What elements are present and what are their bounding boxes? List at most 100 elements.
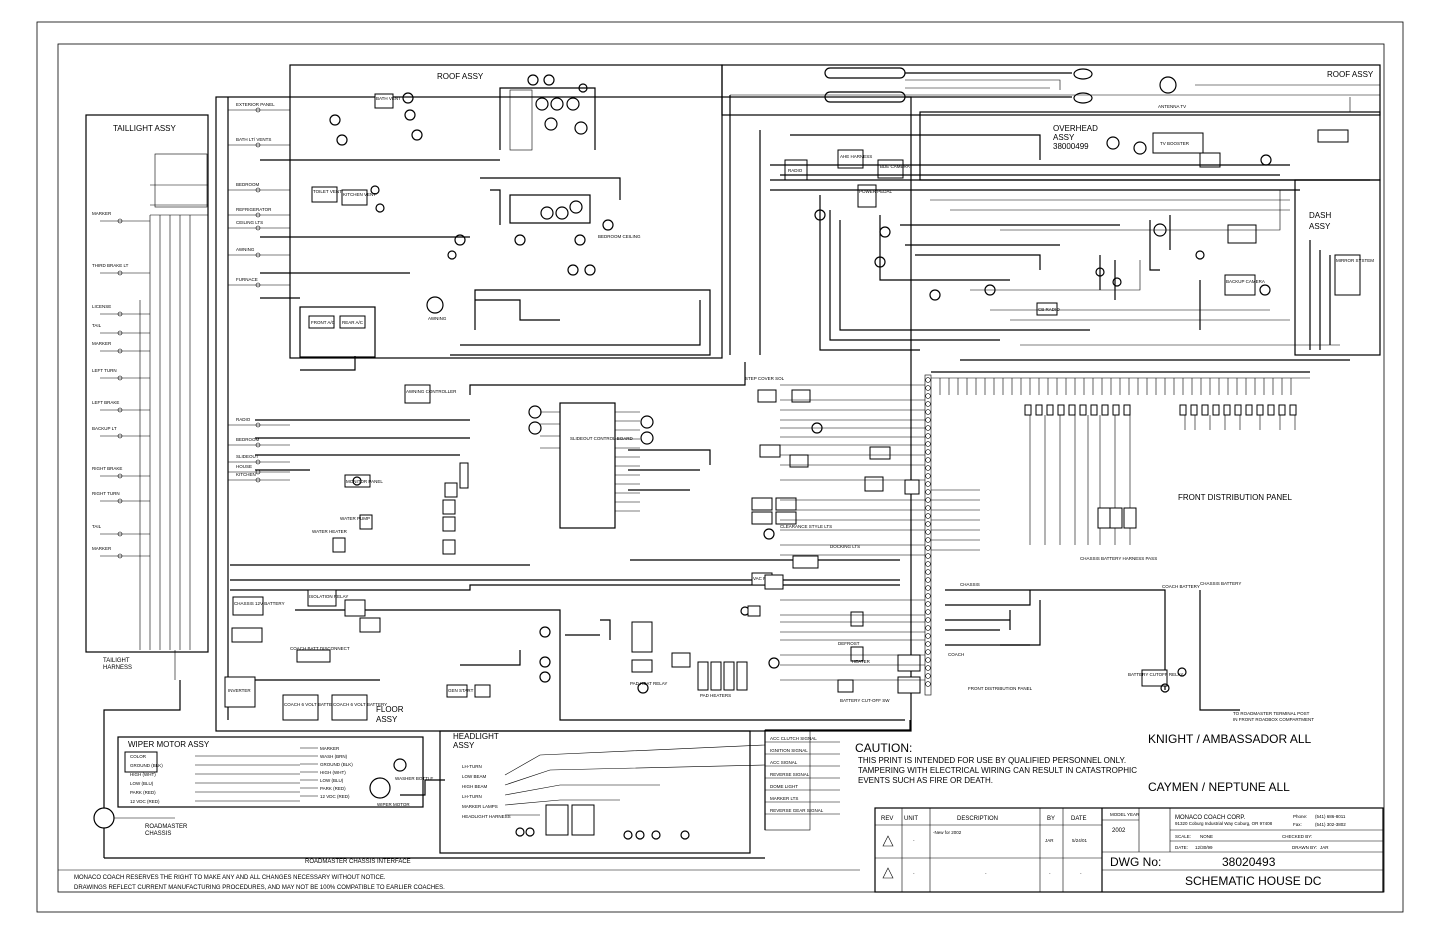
front-ac-label: FRONT A/C bbox=[311, 320, 336, 325]
front-distribution-panel-title: FRONT DISTRIBUTION PANEL bbox=[1178, 493, 1292, 502]
monitor-panel-label: MONITOR PANEL bbox=[346, 479, 383, 484]
disclaimer: MONACO COACH RESERVES THE RIGHT TO MAKE … bbox=[58, 869, 860, 891]
terminal bbox=[925, 481, 931, 487]
roof-assy-left-title: ROOF ASSY bbox=[437, 72, 484, 81]
wiper-row-label: GROUND (BLK) bbox=[130, 763, 163, 768]
kitchen-vent-label: KITCHEN VENT bbox=[343, 192, 376, 197]
wiper-right-label: GROUND (BLK) bbox=[320, 762, 353, 767]
models-line-1: KNIGHT / AMBASSADOR ALL bbox=[1148, 732, 1311, 746]
to-roadmaster-label: TO ROADMASTER TERMINAL POST bbox=[1233, 711, 1310, 716]
wiper-row-label: LOW (BLU) bbox=[130, 781, 154, 786]
slideout-board-label: SLIDEOUT CONTROL BOARD bbox=[570, 436, 634, 441]
drawing-title: SCHEMATIC HOUSE DC bbox=[1185, 874, 1322, 888]
panel-output-label: FURNACE bbox=[236, 277, 258, 282]
terminal bbox=[925, 593, 931, 599]
disclaimer-line-1: MONACO COACH RESERVES THE RIGHT TO MAKE … bbox=[74, 875, 386, 881]
terminal bbox=[925, 377, 931, 383]
gen-start-label: GEN START bbox=[448, 688, 474, 693]
signal-label: ACC SIGNAL bbox=[770, 760, 798, 765]
pad-heat-relay-label: PAD HEAT RELAY bbox=[630, 681, 667, 686]
dwg-no-label: DWG No: bbox=[1110, 855, 1161, 869]
terminal bbox=[925, 657, 931, 663]
panel-output-label: BATH LT/ VENTS bbox=[236, 137, 271, 142]
headlight-row-label: LH-TURN bbox=[462, 794, 482, 799]
drawn-by-label: DRAWN BY: bbox=[1292, 845, 1317, 850]
terminal bbox=[925, 649, 931, 655]
description-header: DESCRIPTION bbox=[957, 816, 998, 822]
slideout-control-board bbox=[559, 402, 616, 529]
taillight-connector bbox=[117, 218, 123, 224]
headlight-row-label: LH-TURN bbox=[462, 764, 482, 769]
ahe-harness-label: AHE HARNESS bbox=[840, 154, 872, 159]
docking-lts-label: DOCKING LTS bbox=[830, 544, 860, 549]
to-roadmaster-label-2: IN FRONT ROADBOX COMPARTMENT bbox=[1233, 717, 1314, 722]
taillight-row-label: LICENSE bbox=[92, 304, 111, 309]
phone-value: (541) 686-8011 bbox=[1315, 814, 1346, 819]
bde-camera-label: BDE CAMERA bbox=[880, 164, 910, 169]
wiper-right-label: 12 VDC (RED) bbox=[320, 794, 350, 799]
terminal bbox=[925, 601, 931, 607]
taillight-row-label: LEFT TURN bbox=[92, 368, 117, 373]
battery-cutoff-label: BATTERY CUT-OFF SW bbox=[840, 698, 890, 703]
roadmaster-chassis-title: ROADMASTER bbox=[145, 824, 188, 830]
terminal bbox=[925, 569, 931, 575]
taillight-connector bbox=[117, 473, 123, 479]
scale-label: SCALE: bbox=[1175, 834, 1191, 839]
signal-label: MARKER LTS bbox=[770, 796, 798, 801]
isolation-relay-label: ISOLATION RELAY bbox=[309, 594, 348, 599]
bedroom-ceiling-label: BEDROOM CEILING bbox=[598, 234, 641, 239]
headlight-assy-title: HEADLIGHT bbox=[453, 732, 499, 741]
model-year-label: MODEL YEAR bbox=[1110, 812, 1140, 817]
rev-2-by: - bbox=[1049, 871, 1051, 876]
fuse bbox=[1212, 404, 1220, 416]
models-line-2: CAYMEN / NEPTUNE ALL bbox=[1148, 780, 1290, 794]
taillight-row-label: RIGHT TURN bbox=[92, 491, 120, 496]
terminal bbox=[925, 681, 931, 687]
company-name: MONACO COACH CORP. bbox=[1175, 815, 1246, 821]
awning-controller-label: AWNING CONTROLLER bbox=[406, 389, 457, 394]
panel-output-label: SLIDEOUT bbox=[236, 454, 259, 459]
signal-label: IGNITION SIGNAL bbox=[770, 748, 808, 753]
overhead-assy: ROOF ASSY OVERHEAD ASSY 38000499 DASH AS… bbox=[721, 64, 1381, 361]
dwg-no-value: 38020493 bbox=[1222, 855, 1276, 869]
terminal bbox=[925, 457, 931, 463]
fuse bbox=[1024, 404, 1032, 416]
terminal bbox=[925, 577, 931, 583]
phone-label: Phone: bbox=[1293, 814, 1307, 819]
rev-header: REV bbox=[881, 816, 893, 822]
unit-header: UNIT bbox=[904, 816, 918, 822]
terminal bbox=[925, 553, 931, 559]
terminal bbox=[925, 473, 931, 479]
wiper-right-label: LOW (BLU) bbox=[320, 778, 344, 783]
taillight-row-label: TAIL bbox=[92, 323, 102, 328]
wiper-right-label: MARKER bbox=[320, 746, 340, 751]
panel-fuse bbox=[255, 225, 261, 231]
panel-output-label: RADIO bbox=[236, 417, 251, 422]
terminal bbox=[925, 529, 931, 535]
mirror-system-label: MIRROR SYSTEM bbox=[1336, 258, 1374, 263]
rev-2-unit: - bbox=[913, 871, 915, 876]
terminal bbox=[925, 417, 931, 423]
taillight-row-label: THIRD BRAKE LT bbox=[92, 263, 129, 268]
pad-heaters-label: PAD HEATERS bbox=[700, 693, 731, 698]
clearance-lts-label: CLEARANCE STYLE LTS bbox=[780, 524, 832, 529]
terminal bbox=[925, 585, 931, 591]
rev-1-description: -New for 2002 bbox=[933, 830, 962, 835]
by-header: BY bbox=[1047, 816, 1055, 822]
wiper-motor-label: WIPER MOTOR bbox=[377, 802, 410, 807]
terminal bbox=[925, 665, 931, 671]
inverter-label: INVERTER bbox=[228, 688, 251, 693]
panel-output-label: AWNING bbox=[236, 247, 255, 252]
caution-line-3: EVENTS SUCH AS FIRE OR DEATH. bbox=[858, 776, 993, 785]
date-value: 12/30/99 bbox=[1195, 845, 1213, 850]
battery-cutoff-relay-label: BATTERY CUTOFF RELAY bbox=[1128, 672, 1183, 677]
terminal bbox=[925, 609, 931, 615]
water-heater-label: WATER HEATER bbox=[312, 529, 348, 534]
terminal bbox=[925, 633, 931, 639]
panel-fuse bbox=[255, 187, 261, 193]
terminal bbox=[925, 545, 931, 551]
caution-line-2: TAMPERING WITH ELECTRICAL WIRING CAN RES… bbox=[858, 766, 1137, 775]
wiper-row-label: 12 VDC (RED) bbox=[130, 799, 160, 804]
